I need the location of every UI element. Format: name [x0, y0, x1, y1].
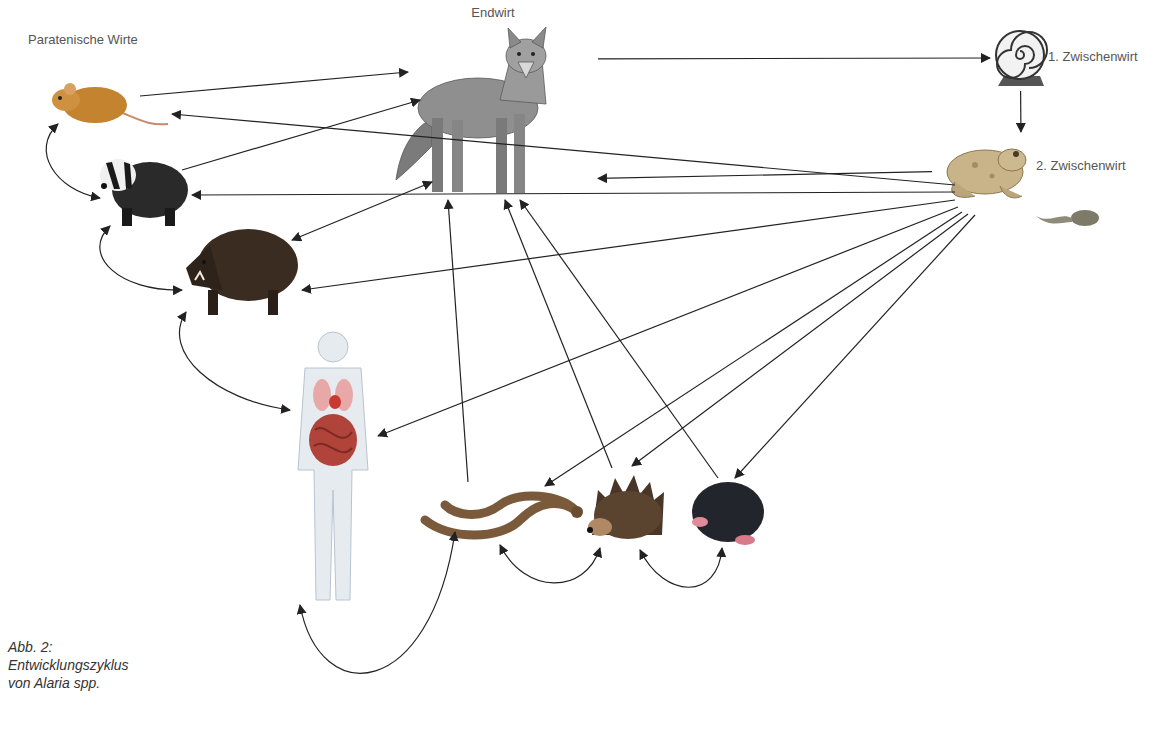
human-figure: [318, 332, 348, 362]
transmission-arrows: [505, 200, 612, 468]
tadpole-figure: [1071, 210, 1099, 226]
boar-figure: [186, 245, 222, 290]
transmission-arrows: [302, 200, 955, 290]
badger-figure: [100, 159, 188, 226]
transmission-arrows: [46, 72, 975, 673]
host-node: 2. Zwischenwirt: [932, 132, 1160, 204]
hedgehog-figure: [587, 475, 664, 539]
host-label: Endwirt: [471, 5, 514, 21]
badger-figure: [165, 208, 175, 226]
mole-figure: [692, 482, 764, 542]
snake-figure: [425, 496, 583, 535]
transmission-arrows: [545, 212, 962, 486]
fox-figure: [508, 28, 521, 48]
badger-figure: [100, 159, 136, 191]
fox-figure: [531, 52, 535, 56]
transmission-arrows: [640, 548, 722, 587]
mouse-figure: [64, 83, 76, 95]
transmission-arrows: [179, 312, 290, 410]
frog-figure: [1013, 151, 1019, 157]
mole-figure: [692, 482, 764, 545]
frog-figure: [998, 149, 1026, 171]
mole-figure: [692, 517, 708, 527]
fox-figure: [396, 27, 546, 193]
transmission-arrows: [140, 72, 408, 96]
badger-figure: [122, 208, 132, 226]
transmission-arrows: [192, 192, 955, 195]
badger-figure: [101, 183, 107, 189]
badger-figure: [106, 162, 120, 189]
hedgehog-figure: [588, 518, 612, 536]
human-figure: [313, 379, 331, 411]
boar-figure: [186, 229, 298, 315]
mouse-figure: [58, 96, 62, 100]
transmission-arrows: [520, 200, 718, 478]
cycle-arrow: [598, 172, 932, 179]
fox-figure: [514, 114, 525, 193]
boar-figure: [268, 290, 278, 315]
transmission-arrows: [292, 182, 432, 240]
host-label: 1. Zwischenwirt: [1048, 49, 1138, 65]
snail-figure: [996, 31, 1044, 79]
fox-figure: [396, 118, 432, 180]
human-figure: [298, 368, 368, 600]
host-node: Endwirt: [388, 2, 598, 198]
transmission-arrows: [448, 200, 468, 482]
mouse-figure: [52, 83, 168, 124]
snail-figure: [996, 31, 1047, 86]
fox-figure: [452, 120, 463, 192]
fox-figure: [517, 52, 521, 56]
fox-figure: [496, 118, 507, 193]
human-figure: [298, 332, 368, 600]
transmission-arrows: [378, 207, 958, 436]
boar-figure: [208, 290, 218, 315]
human-figure: [314, 428, 352, 452]
transmission-arrows: [100, 226, 182, 290]
cycle-arrow: [598, 57, 990, 59]
frog-figure: [947, 149, 1026, 198]
tadpole-figure: [1036, 216, 1072, 224]
mouse-figure: [120, 112, 168, 124]
badger-figure: [124, 162, 132, 189]
frog-figure: [952, 182, 975, 197]
human-figure: [329, 395, 341, 409]
snail-figure: [997, 32, 1047, 78]
transmission-arrows: [46, 124, 100, 198]
frog-figure: [972, 162, 978, 168]
snake-figure: [571, 506, 583, 518]
cycle-arrow: [1020, 91, 1022, 132]
group-label: Paratenische Wirte: [28, 32, 138, 48]
human-figure: [309, 414, 357, 466]
fox-figure: [518, 62, 534, 78]
hedgehog-figure: [587, 527, 593, 533]
tadpole-figure: [1036, 210, 1099, 226]
transmission-arrows: [735, 215, 975, 478]
host-label: 2. Zwischenwirt: [1036, 158, 1126, 174]
boar-figure: [195, 272, 204, 280]
host-node: 1. Zwischenwirt: [990, 25, 1160, 91]
frog-figure: [1000, 186, 1022, 198]
transmission-arrows: [300, 532, 455, 673]
mole-figure: [735, 535, 755, 545]
boar-figure: [202, 260, 206, 264]
frog-figure: [990, 174, 995, 179]
transmission-arrows: [182, 100, 420, 170]
fox-figure: [432, 118, 443, 192]
snake-figure: [425, 496, 575, 535]
transmission-arrows: [500, 545, 600, 583]
figure-caption: Abb. 2: Entwicklungszyklus von Alaria sp…: [8, 638, 148, 693]
fox-figure: [532, 27, 546, 48]
transmission-arrows: [172, 114, 955, 185]
